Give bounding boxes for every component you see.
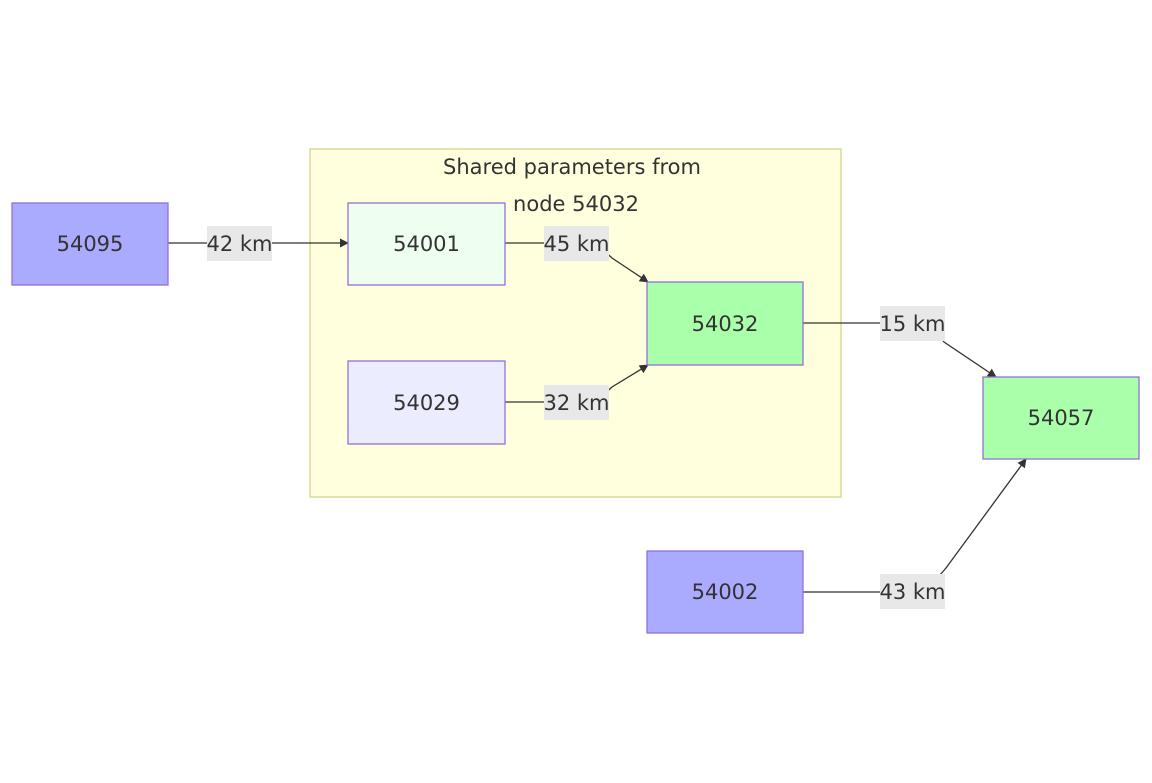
edge-label-text: 15 km — [879, 312, 945, 336]
node-label: 54002 — [692, 580, 759, 604]
edge-label-54032-54057: 15 km — [879, 306, 946, 341]
node-box[interactable] — [646, 550, 804, 634]
node-box[interactable] — [347, 360, 506, 445]
edge-label-text: 43 km — [879, 580, 945, 604]
node-box[interactable] — [11, 202, 169, 286]
node-label: 54029 — [393, 391, 460, 415]
edge-label-text: 42 km — [206, 232, 272, 256]
node-54057[interactable]: 54057 — [982, 376, 1140, 460]
node-54029[interactable]: 54029 — [347, 360, 506, 445]
edge-label-bg — [207, 226, 272, 261]
edge-label-54001-54032: 45 km — [543, 226, 610, 261]
node-54001[interactable]: 54001 — [347, 202, 506, 286]
node-54002[interactable]: 54002 — [646, 550, 804, 634]
node-label: 54001 — [393, 232, 460, 256]
node-54032[interactable]: 54032 — [646, 281, 804, 366]
group-title-line2: node 54032 — [513, 192, 639, 216]
nodes: 54095 54001 54029 54032 54057 54002 — [11, 202, 1140, 634]
edge-label-bg — [544, 226, 609, 261]
edge-label-54095-54001: 42 km — [206, 226, 273, 261]
edge-label-54002-54057: 43 km — [879, 574, 946, 609]
group-title-line1: Shared parameters from — [443, 155, 701, 179]
node-label: 54095 — [57, 232, 124, 256]
edge-label-54029-54032: 32 km — [543, 385, 610, 420]
edge-label-bg — [880, 306, 945, 341]
node-label: 54057 — [1028, 406, 1095, 430]
edge-label-bg — [544, 385, 609, 420]
node-label: 54032 — [692, 312, 759, 336]
node-box[interactable] — [982, 376, 1140, 460]
edge-labels: 42 km 45 km 32 km 15 km 43 km — [206, 226, 946, 609]
edge-label-bg — [880, 574, 945, 609]
edge-label-text: 32 km — [543, 391, 609, 415]
edge-label-text: 45 km — [543, 232, 609, 256]
node-box[interactable] — [646, 281, 804, 366]
node-box[interactable] — [347, 202, 506, 286]
node-54095[interactable]: 54095 — [11, 202, 169, 286]
